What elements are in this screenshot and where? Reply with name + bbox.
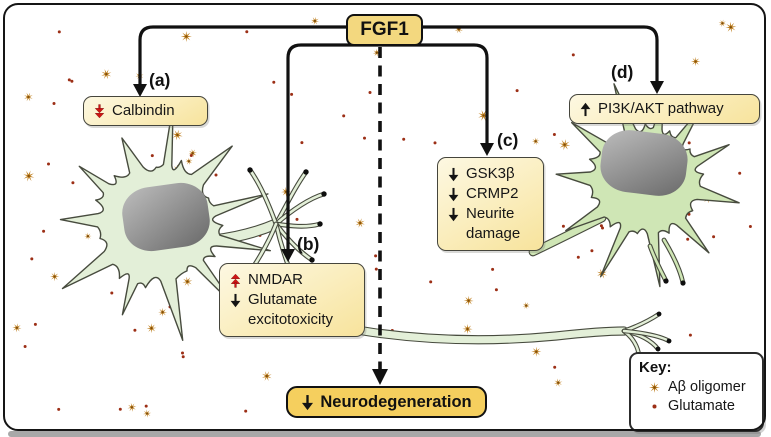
pi3k-akt-box: PI3K/AKT pathway	[569, 94, 760, 124]
branch-label-c: (c)	[497, 130, 519, 150]
nmdar-text: NMDAR	[248, 271, 303, 288]
neurodegeneration-box: Neurodegeneration	[286, 386, 487, 418]
crmp2-text: CRMP2	[466, 185, 519, 202]
glutamate-excitotoxicity-text: Glutamate excitotoxicity	[248, 291, 334, 328]
gsk3b-crmp2-box: GSK3β CRMP2 Neurite damage	[437, 157, 544, 251]
legend-title: Key:	[639, 359, 672, 376]
legend-entry-glutamate: Glutamate	[639, 398, 754, 414]
gsk3b-line: GSK3β	[447, 164, 537, 184]
fgf1-box: FGF1	[346, 14, 423, 46]
red-double-up-arrow-icon	[230, 273, 241, 288]
glutamate-dot-icon	[652, 404, 657, 408]
legend-glutamate-label: Glutamate	[668, 398, 735, 414]
calbindin-line: Calbindin	[93, 101, 198, 121]
neurite-damage-line: Neurite damage	[447, 204, 537, 244]
neurite-damage-text: Neurite damage	[466, 205, 521, 242]
down-arrow-icon	[448, 187, 459, 201]
neurons-illustration	[59, 83, 740, 365]
background-particles	[11, 15, 752, 420]
fgf1-label: FGF1	[360, 19, 409, 40]
branch-label-b: (b)	[297, 234, 320, 254]
glutamate-excitotoxicity-line: Glutamate excitotoxicity	[229, 290, 358, 330]
calbindin-text: Calbindin	[112, 102, 175, 119]
branch-label-d: (d)	[611, 62, 634, 82]
arrowhead-d	[650, 81, 664, 94]
pi3k-akt-text: PI3K/AKT pathway	[598, 100, 724, 117]
nmdar-box: NMDAR Glutamate excitotoxicity	[219, 263, 365, 337]
abeta-star-icon	[649, 381, 660, 393]
branch-label-a: (a)	[149, 70, 171, 90]
legend-abeta-label: Aβ oligomer	[668, 379, 746, 395]
arrowhead-neurodegeneration	[372, 369, 388, 385]
nmdar-line: NMDAR	[229, 270, 358, 290]
arrowhead-b	[281, 249, 295, 262]
down-arrow-icon	[448, 167, 459, 181]
calbindin-box: Calbindin	[83, 96, 208, 126]
pi3k-akt-line: PI3K/AKT pathway	[579, 99, 750, 119]
legend-box: Key: Aβ oligomer Glutamate	[629, 352, 764, 432]
arrowhead-a	[133, 84, 147, 97]
arrowhead-c	[480, 143, 494, 156]
neurodegeneration-text: Neurodegeneration	[320, 392, 472, 411]
crmp2-line: CRMP2	[447, 184, 537, 204]
red-double-down-arrow-icon	[94, 103, 105, 118]
down-arrow-icon	[302, 394, 314, 410]
frame-shadow	[8, 431, 761, 437]
down-arrow-icon	[448, 207, 459, 221]
legend-entry-abeta: Aβ oligomer	[639, 379, 754, 395]
gsk3b-text: GSK3β	[466, 165, 515, 182]
down-arrow-icon	[230, 293, 241, 307]
up-arrow-icon	[580, 102, 591, 116]
